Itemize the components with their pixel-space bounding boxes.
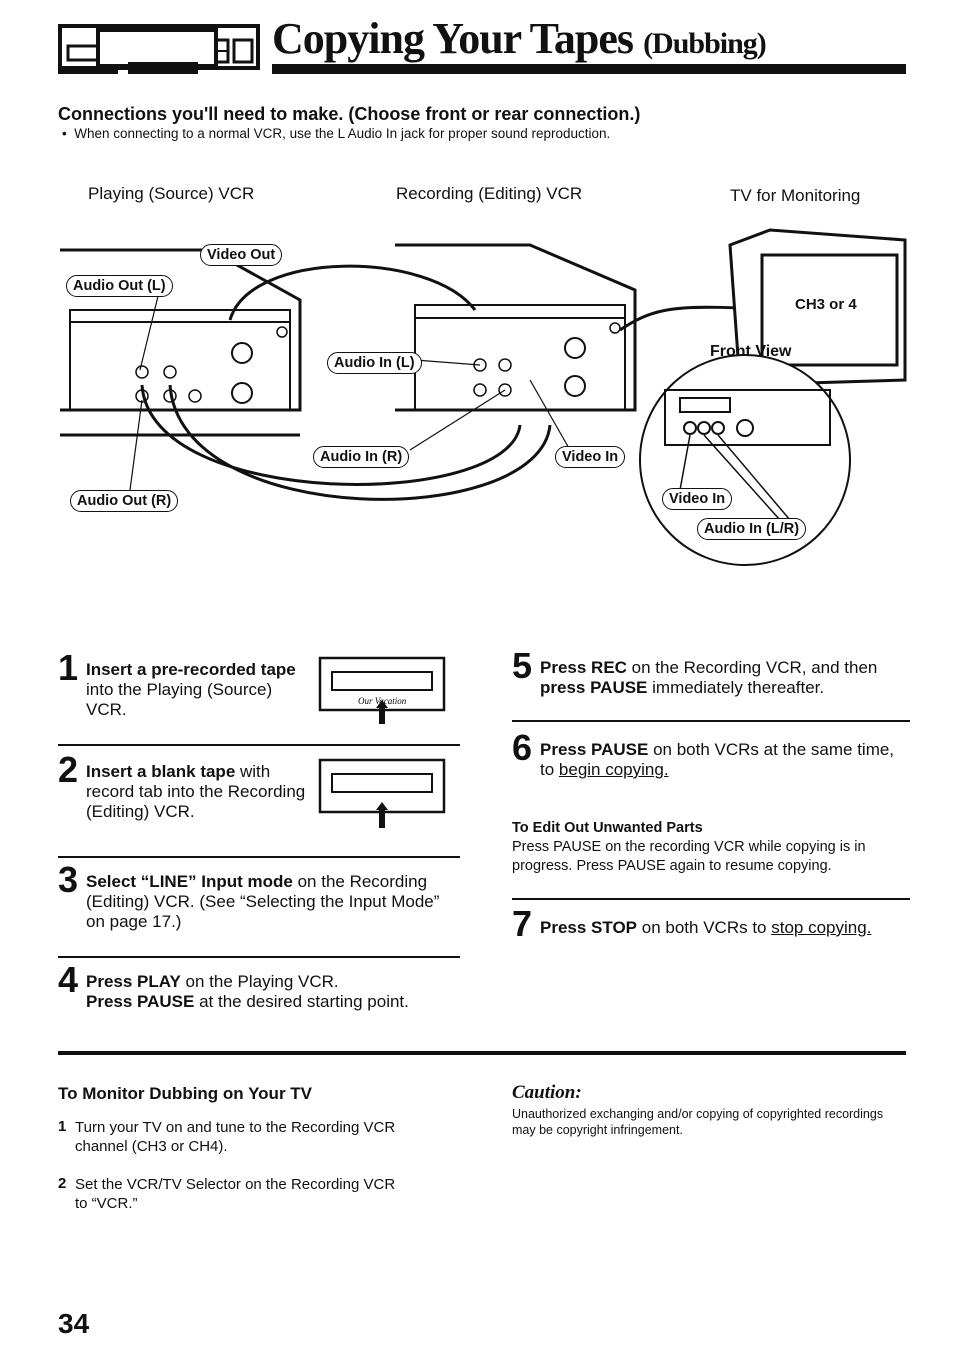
step-4-rest-2: at the desired starting point. — [194, 992, 409, 1011]
step-7-underlined: stop copying. — [771, 918, 872, 937]
step-3-bold: Select “LINE” Input mode — [86, 872, 293, 891]
step-3-rest: on the Recording (Editing) VCR. (See “Se… — [86, 872, 440, 931]
callout-audio-out-l: Audio Out (L) — [66, 275, 173, 297]
step-3-number: 3 — [58, 859, 79, 900]
connection-diagram — [60, 228, 907, 566]
step-4-bold-2: Press PAUSE — [86, 992, 195, 1011]
monitor-heading: To Monitor Dubbing on Your TV — [58, 1084, 313, 1103]
title-main: Copying Your Tapes — [272, 14, 634, 63]
step-2-rest: with record tab into the Recording (Edit… — [86, 762, 306, 821]
rule-step-1 — [58, 744, 460, 746]
step-6-rest: on both VCRs at the same time, to — [540, 740, 895, 779]
step-7-text: Press STOP on both VCRs to stop copying. — [540, 918, 920, 938]
step-1-bold: Insert a pre-recorded tape — [86, 660, 296, 679]
step-5-number: 5 — [512, 645, 533, 686]
step-4-number: 4 — [58, 959, 79, 1000]
callout-video-out: Video Out — [200, 244, 283, 266]
step-7-rest: on both VCRs to — [637, 918, 772, 937]
step-6-bold: Press PAUSE — [540, 740, 649, 759]
page-title: Copying Your Tapes (Dubbing) — [272, 14, 767, 69]
callout-video-in: Video In — [555, 446, 626, 468]
step-7-bold: Press STOP — [540, 918, 638, 937]
monitor-item-2-number: 2 — [58, 1175, 67, 1192]
tv-label: TV for Monitoring — [730, 186, 861, 205]
title-rule — [272, 64, 906, 74]
step-4-text: Press PLAY on the Playing VCR. Press PAU… — [86, 972, 466, 1012]
step-6-number: 6 — [512, 727, 533, 768]
caution-body: Unauthorized exchanging and/or copying o… — [512, 1107, 884, 1137]
step-3-text: Select “LINE” Input mode on the Recordin… — [86, 872, 446, 932]
connections-note: • When connecting to a normal VCR, use t… — [62, 126, 611, 141]
monitor-item-1: Turn your TV on and tune to the Recordin… — [75, 1119, 396, 1155]
rule-step-5 — [512, 720, 910, 722]
step-5-bold-2: press PAUSE — [540, 678, 648, 697]
callout-front-audio-in: Audio In (L/R) — [697, 518, 807, 540]
tv-illustration — [728, 228, 907, 387]
rule-edit — [512, 898, 910, 900]
callout-audio-in-r: Audio In (R) — [313, 446, 410, 468]
caution-heading: Caution: — [512, 1082, 582, 1103]
front-view-label: Front View — [710, 343, 792, 360]
step-6-underlined: begin copying. — [558, 760, 669, 779]
step-2-bold: Insert a blank tape — [86, 762, 236, 781]
tv-screen-text: CH3 or 4 — [795, 296, 857, 313]
monitor-item-1-number: 1 — [58, 1118, 67, 1135]
step-2-number: 2 — [58, 749, 79, 790]
front-view-circle — [639, 354, 851, 566]
source-vcr-illustration — [60, 248, 302, 437]
edit-body: Press PAUSE on the recording VCR while c… — [512, 839, 866, 874]
step-1-number: 1 — [58, 647, 79, 688]
recording-vcr-label: Recording (Editing) VCR — [396, 184, 583, 203]
step-5-rest-2: immediately thereafter. — [647, 678, 825, 697]
vcr-header-icon — [58, 24, 260, 74]
recording-vcr-illustration — [395, 243, 637, 412]
edit-heading: To Edit Out Unwanted Parts — [512, 820, 703, 836]
source-vcr-label: Playing (Source) VCR — [88, 184, 255, 203]
cassette-icon-1: Our Vacation — [318, 656, 446, 724]
page-number: 34 — [58, 1308, 90, 1339]
step-2-text: Insert a blank tape with record tab into… — [86, 762, 306, 822]
cables — [140, 264, 741, 501]
connections-heading: Connections you'll need to make. (Choose… — [58, 104, 641, 124]
callout-front-video-in: Video In — [662, 488, 733, 510]
step-4-bold-1: Press PLAY — [86, 972, 181, 991]
step-6-text: Press PAUSE on both VCRs at the same tim… — [540, 740, 900, 780]
step-5-rest-1: on the Recording VCR, and then — [626, 658, 878, 677]
bottom-rule — [58, 1051, 906, 1055]
monitor-item-2: Set the VCR/TV Selector on the Recording… — [75, 1176, 396, 1212]
connections-note-text: When connecting to a normal VCR, use the… — [74, 126, 611, 141]
callout-audio-in-l: Audio In (L) — [327, 352, 422, 374]
step-7-number: 7 — [512, 903, 533, 944]
step-5-bold-1: Press REC — [540, 658, 627, 677]
step-4-rest-1: on the Playing VCR. — [180, 972, 339, 991]
rule-step-3 — [58, 956, 460, 958]
step-5-text: Press REC on the Recording VCR, and then… — [540, 658, 915, 698]
step-1-text: Insert a pre-recorded tape into the Play… — [86, 660, 296, 720]
cassette-icon-2 — [318, 758, 446, 828]
title-sub: (Dubbing) — [643, 27, 767, 60]
step-1-rest: into the Playing (Source) VCR. — [86, 680, 273, 719]
callout-audio-out-r: Audio Out (R) — [70, 490, 179, 512]
rule-step-2 — [58, 856, 460, 858]
